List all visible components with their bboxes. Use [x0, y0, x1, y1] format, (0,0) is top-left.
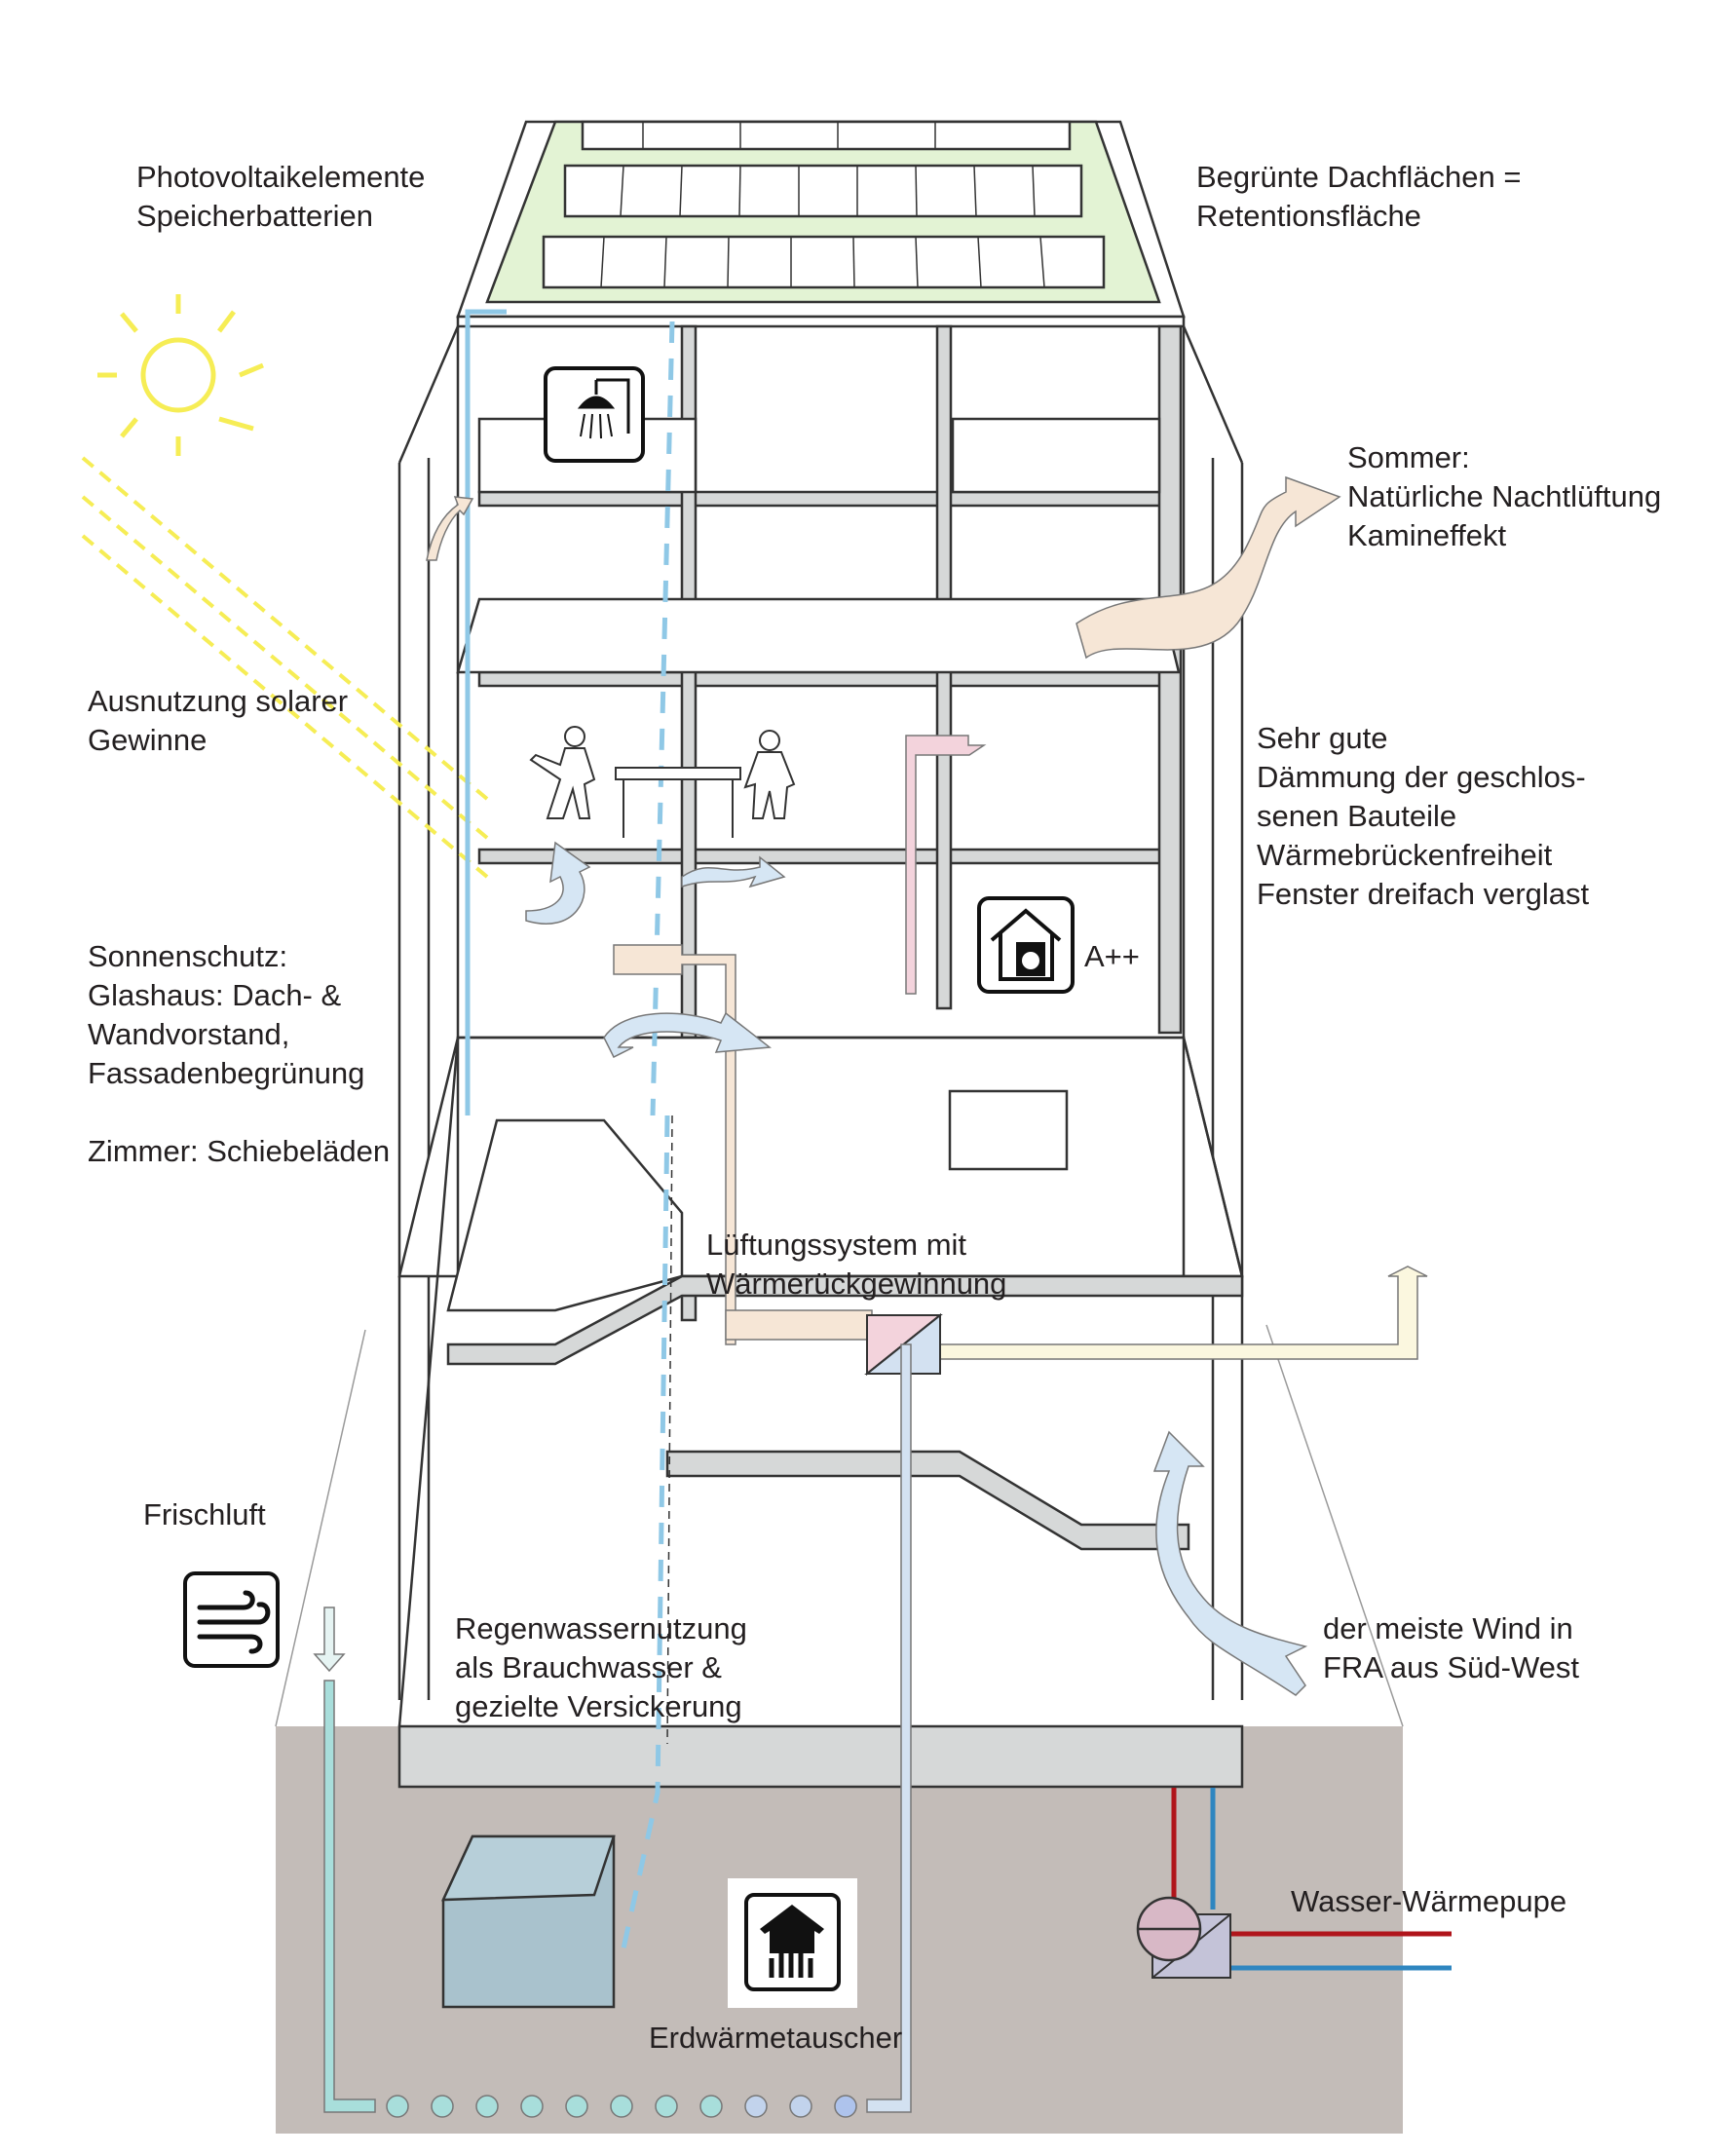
washing-machine-house-icon: [977, 896, 1075, 994]
label-ventilation-system: Lüftungssystem mit Wärmerückgewinnung: [706, 1228, 1007, 1301]
floor-slab: [446, 1274, 1244, 1366]
roof: [456, 120, 1186, 319]
heat-pump-symbol: [1136, 1788, 1452, 1979]
label-solar-gains: Ausnutzung solarer Gewinne: [88, 684, 349, 757]
label-earth-heat-exchanger: Erdwärmetauscher: [649, 2021, 903, 2055]
rainwater-pipes: [465, 309, 675, 1949]
label-fresh-air: Frischluft: [143, 1497, 266, 1531]
airflow-arrow: [426, 496, 474, 561]
label-heat-pump: Wasser-Wärmepupe: [1291, 1884, 1567, 1918]
ventilation-ducts: [613, 735, 1428, 1360]
table-tennis-figures: [529, 726, 796, 838]
airflow-arrow: [681, 855, 786, 888]
label-photovoltaik: Photovoltaikelemente Speicherbatterien: [136, 160, 426, 233]
floor-slab: [397, 1724, 1244, 1789]
floor-slab: [477, 670, 1163, 688]
ground-heat-house-icon: [728, 1878, 857, 2008]
fresh-air-duct: [313, 1607, 376, 2113]
building-frame: [397, 315, 1244, 1789]
label-wind-direction: der meiste Wind in FRA aus Süd-West: [1323, 1611, 1580, 1684]
pv-panel-row: [542, 235, 1106, 289]
label-rainwater: Regenwassernutzung als Brauchwasser & ge…: [455, 1611, 747, 1723]
floor-slab: [665, 1450, 1190, 1551]
column: [1157, 324, 1183, 1035]
earth-heat-pipes: [386, 1343, 912, 2118]
label-summer-ventilation: Sommer: Natürliche Nachtlüftung Kamineff…: [1347, 440, 1662, 552]
summer-flow-arrow: [1076, 475, 1341, 660]
sun-icon: [81, 294, 489, 879]
shower-icon: [544, 366, 645, 463]
floor-slab: [477, 490, 1163, 508]
label-green-roof: Begrünte Dachflächen = Retentionsfläche: [1196, 160, 1522, 233]
airflow-arrow: [525, 841, 591, 925]
rainwater-tank: [441, 1834, 616, 2009]
pv-panel-row: [563, 164, 1083, 218]
pv-panel-row: [581, 120, 1072, 151]
airflow-arrow: [603, 1011, 772, 1059]
wind-flow-arrow: [1152, 1430, 1308, 1696]
perspective-lines: [275, 1324, 1404, 1727]
label-sun-protection: Sonnenschutz: Glashaus: Dach- & Wandvors…: [88, 939, 391, 1168]
label-insulation: Sehr gute Dämmung der geschlos- senen Ba…: [1257, 721, 1590, 911]
label-energy-rating: A++: [1084, 939, 1140, 973]
wind-icon: [183, 1571, 280, 1668]
air-flow-arrows: [426, 475, 1341, 1696]
